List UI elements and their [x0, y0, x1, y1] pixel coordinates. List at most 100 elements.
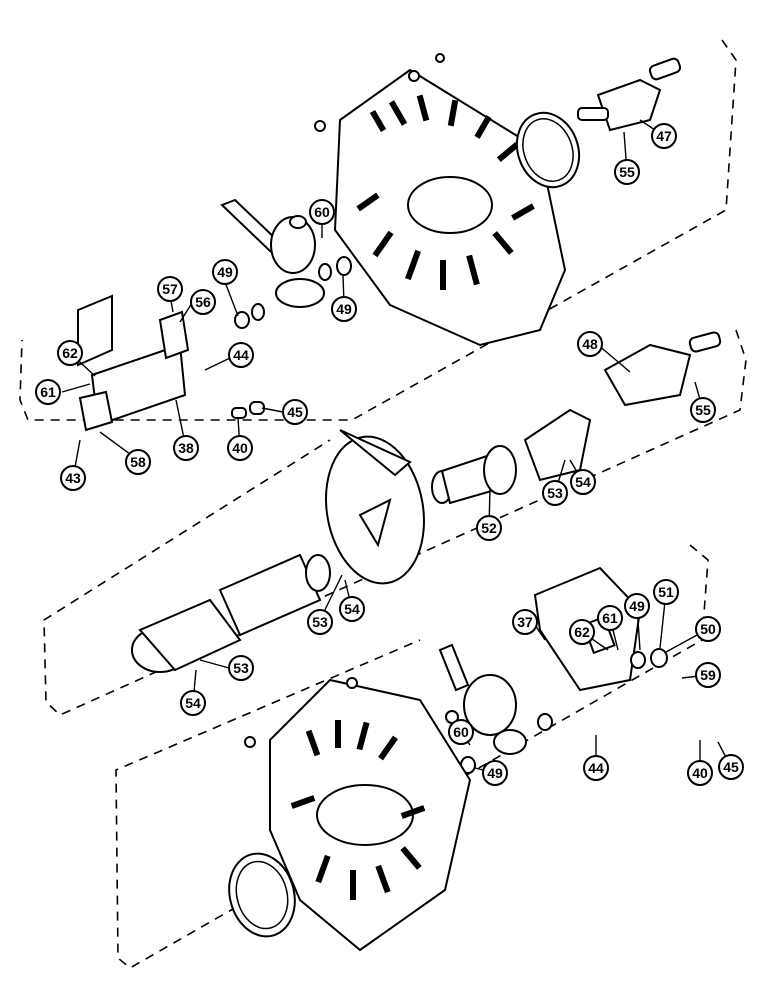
callout-40-upper-label: 40: [232, 440, 248, 456]
axle-housing-left: [131, 553, 331, 673]
callout-52: 52: [476, 515, 502, 541]
callout-55-upper-label: 55: [619, 164, 635, 180]
callout-59: 59: [695, 662, 721, 688]
callout-44-upper-label: 44: [233, 347, 249, 363]
callout-43: 43: [60, 465, 86, 491]
bushing-upper: [251, 303, 265, 321]
callout-49-upper-left-label: 49: [217, 264, 233, 280]
callout-53-right-label: 53: [547, 485, 563, 501]
callout-55-middle: 55: [690, 397, 716, 423]
callout-40-lower-label: 40: [692, 765, 708, 781]
callout-53-left: 53: [228, 655, 254, 681]
washer-49-lower-2: [630, 651, 646, 669]
upper-backing-plate: [333, 68, 567, 347]
callout-57-label: 57: [162, 281, 178, 297]
pin-assembly-upper: [231, 401, 265, 419]
callout-40-upper: 40: [227, 435, 253, 461]
callout-54-left-label: 54: [185, 695, 201, 711]
axle-housing-right: [431, 408, 592, 505]
callout-55-middle-label: 55: [695, 402, 711, 418]
callout-38: 38: [173, 435, 199, 461]
callout-56-label: 56: [195, 294, 211, 310]
callout-60-upper-label: 60: [314, 204, 330, 220]
callout-49-upper-right: 49: [331, 296, 357, 322]
middle-actuator: [603, 331, 722, 407]
callout-43-label: 43: [65, 470, 81, 486]
middle-assembly-boundary: [43, 329, 747, 716]
nut-lower-left: [244, 736, 256, 748]
callout-50: 50: [695, 616, 721, 642]
callout-45-upper: 45: [282, 399, 308, 425]
nut-lower-top: [346, 677, 358, 689]
upper-lever-arm: [220, 198, 325, 308]
callout-54-center-label: 54: [344, 601, 360, 617]
bushing-lower: [537, 713, 553, 731]
callout-54-right: 54: [570, 469, 596, 495]
callout-62-upper-label: 62: [62, 345, 78, 361]
callout-53-left-label: 53: [233, 660, 249, 676]
callout-53-center: 53: [307, 609, 333, 635]
lower-assembly-boundary: [115, 544, 709, 969]
callout-49-upper-left: 49: [212, 259, 238, 285]
washer-50: [650, 648, 668, 668]
bracket-38: [77, 294, 190, 432]
callout-60-upper: 60: [309, 199, 335, 225]
callout-40-lower: 40: [687, 760, 713, 786]
upper-gasket-ring: [515, 111, 581, 189]
callout-54-left: 54: [180, 690, 206, 716]
callout-44-lower-label: 44: [588, 760, 604, 776]
washer-49-upper-left: [234, 311, 250, 329]
callout-53-center-label: 53: [312, 614, 328, 630]
lower-gasket-ring: [228, 852, 296, 938]
nut-left: [314, 120, 326, 132]
bushing-upper-2: [318, 263, 332, 281]
callout-56: 56: [190, 289, 216, 315]
retainer-clip: [339, 429, 412, 477]
callout-51-label: 51: [658, 584, 674, 600]
upper-assembly-boundary: [19, 39, 737, 421]
callout-37: 37: [512, 609, 538, 635]
callout-45-lower-label: 45: [723, 759, 739, 775]
callout-51: 51: [653, 579, 679, 605]
callout-53-right: 53: [542, 480, 568, 506]
callout-61-lower-label: 61: [602, 610, 618, 626]
callout-54-center: 54: [339, 596, 365, 622]
callout-60-lower: 60: [448, 719, 474, 745]
callout-37-label: 37: [517, 614, 533, 630]
washer-49-upper-right: [336, 256, 352, 276]
nut-top-2: [435, 53, 445, 63]
callout-61-lower: 61: [597, 605, 623, 631]
callout-60-lower-label: 60: [453, 724, 469, 740]
callout-59-label: 59: [700, 667, 716, 683]
callout-49-lower: 49: [482, 760, 508, 786]
callout-48-label: 48: [582, 336, 598, 352]
callout-55-upper: 55: [614, 159, 640, 185]
callout-61-upper-label: 61: [40, 384, 56, 400]
nut-top: [408, 70, 420, 82]
callout-38-label: 38: [178, 440, 194, 456]
callout-61-upper: 61: [35, 379, 61, 405]
callout-54-right-label: 54: [575, 474, 591, 490]
callout-62-lower: 62: [569, 619, 595, 645]
callout-44-lower: 44: [583, 755, 609, 781]
upper-actuator: [577, 57, 682, 132]
callout-58: 58: [125, 449, 151, 475]
middle-disc: [325, 435, 425, 585]
callout-45-upper-label: 45: [287, 404, 303, 420]
callout-49-lower-label: 49: [487, 765, 503, 781]
callout-57: 57: [157, 276, 183, 302]
callout-49-lower-right: 49: [624, 593, 650, 619]
lower-backing-plate: [269, 678, 472, 952]
callout-50-label: 50: [700, 621, 716, 637]
callout-47: 47: [651, 123, 677, 149]
callout-48: 48: [577, 331, 603, 357]
callout-58-label: 58: [130, 454, 146, 470]
callout-47-label: 47: [656, 128, 672, 144]
callout-45-lower: 45: [718, 754, 744, 780]
callout-44-upper: 44: [228, 342, 254, 368]
callout-62-lower-label: 62: [574, 624, 590, 640]
callout-49-upper-right-label: 49: [336, 301, 352, 317]
callout-49-lower-right-label: 49: [629, 598, 645, 614]
callout-62-upper: 62: [57, 340, 83, 366]
